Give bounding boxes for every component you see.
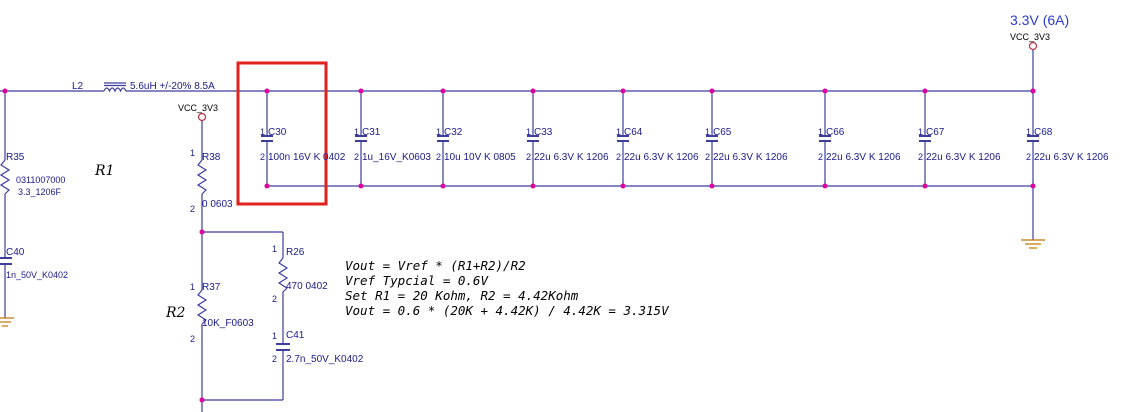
capacitor-pin-2: 2	[705, 152, 710, 162]
capacitor-c32[interactable]: 1 2 C32 10u 10V K 0805	[436, 91, 516, 186]
capacitor-value: 22u 6.3V K 1206	[1034, 152, 1109, 163]
equation-line-3: Set R1 = 20 Kohm, R2 = 4.42Kohm	[345, 288, 579, 303]
r38-pin-1: 1	[190, 148, 195, 158]
capacitor-ref: C33	[534, 127, 553, 138]
capacitor-c30[interactable]: 1 2 C30 100n 16V K 0402	[260, 91, 346, 186]
inductor-l2[interactable]: L2 5.6uH +/-20% 8.5A	[72, 81, 215, 93]
r26-pin-1: 1	[272, 244, 277, 254]
capacitor-value: 22u 6.3V K 1206	[826, 152, 901, 163]
main-rail-wires	[0, 50, 1034, 240]
capacitor-pin-1: 1	[616, 127, 621, 137]
ground-symbol	[1021, 239, 1045, 249]
capacitor-ref: C31	[362, 127, 381, 138]
r1-label: R1	[94, 163, 114, 179]
capacitor-pin-2: 2	[436, 152, 441, 162]
rail-voltage-label: 3.3V (6A)	[1010, 12, 1069, 28]
capacitor-pin-2: 2	[818, 152, 823, 162]
r26-value: 470 0402	[286, 281, 328, 292]
capacitor-ref: C30	[268, 127, 287, 138]
capacitor-c33[interactable]: 1 2 C33 22u 6.3V K 1206	[526, 91, 609, 186]
capacitor-c64[interactable]: 1 2 C64 22u 6.3V K 1206	[616, 91, 699, 186]
c41-ref: C41	[286, 330, 305, 341]
capacitor-pin-2: 2	[616, 152, 621, 162]
rail-net-mid: VCC_3V3	[178, 103, 218, 113]
inductor-value: 5.6uH +/-20% 8.5A	[130, 81, 215, 92]
capacitor-ref: C66	[826, 127, 845, 138]
capacitor-pin-2: 2	[354, 152, 359, 162]
capacitor-value: 1u_16V_K0603	[362, 152, 431, 163]
capacitor-c68[interactable]: 1 2 C68 22u 6.3V K 1206	[1026, 91, 1109, 186]
capacitor-ref: C65	[713, 127, 732, 138]
r38-value: 0 0603	[202, 199, 233, 210]
capacitor-bank: 1 2 C30 100n 16V K 0402 1 2 C31 1u_16V_K0603 1 2 C…	[260, 91, 1109, 186]
capacitor-value: 100n 16V K 0402	[268, 152, 346, 163]
capacitor-c65[interactable]: 1 2 C65 22u 6.3V K 1206	[705, 91, 788, 186]
r26-ref: R26	[286, 247, 305, 258]
capacitor-pin-1: 1	[354, 127, 359, 137]
capacitor-ref: C68	[1034, 127, 1053, 138]
capacitor-pin-1: 1	[918, 127, 923, 137]
capacitor-pin-1: 1	[260, 127, 265, 137]
capacitor-value: 22u 6.3V K 1206	[713, 152, 788, 163]
capacitor-value: 22u 6.3V K 1206	[624, 152, 699, 163]
rail-flag-top: 3.3V (6A) VCC_3V3	[1010, 12, 1069, 51]
capacitor-pin-2: 2	[260, 152, 265, 162]
capacitor-value: 22u 6.3V K 1206	[534, 152, 609, 163]
design-equations: Vout = Vref * (R1+R2)/R2 Vref Typcial = …	[345, 258, 670, 318]
capacitor-c67[interactable]: 1 2 C67 22u 6.3V K 1206	[918, 91, 1001, 186]
r35-ref: R35	[6, 152, 25, 163]
capacitor-ref: C67	[926, 127, 945, 138]
left-parts: R35 0311007000 3.3_1206F C40 1n_50V_K040…	[0, 91, 68, 327]
r37-value: 10K_F0603	[202, 318, 254, 329]
capacitor-ref: C32	[444, 127, 463, 138]
r26-pin-2: 2	[272, 294, 277, 304]
equation-line-4: Vout = 0.6 * (20K + 4.42K) / 4.42K = 3.3…	[345, 303, 670, 318]
capacitor-pin-2: 2	[1026, 152, 1031, 162]
capacitor-pin-2: 2	[526, 152, 531, 162]
capacitor-pin-1: 1	[436, 127, 441, 137]
c40-ref: C40	[6, 247, 25, 258]
capacitor-pin-1: 1	[1026, 127, 1031, 137]
rail-junctions	[2, 88, 1036, 189]
r2-label: R2	[165, 305, 186, 321]
c41-pin-2: 2	[272, 354, 277, 364]
r37-pin-2: 2	[190, 334, 195, 344]
highlight-box	[236, 61, 328, 206]
r37-pin-1: 1	[190, 282, 195, 292]
c41-pin-1: 1	[272, 331, 277, 341]
capacitor-pin-1: 1	[818, 127, 823, 137]
equation-line-2: Vref Typcial = 0.6V	[345, 273, 489, 288]
capacitor-pin-1: 1	[705, 127, 710, 137]
capacitor-value: 22u 6.3V K 1206	[926, 152, 1001, 163]
rail-flag-mid: VCC_3V3	[178, 103, 218, 122]
capacitor-c66[interactable]: 1 2 C66 22u 6.3V K 1206	[818, 91, 901, 186]
c41-value: 2.7n_50V_K0402	[286, 354, 364, 365]
r38-pin-2: 2	[190, 204, 195, 214]
inductor-ref: L2	[72, 81, 84, 92]
c40-value: 1n_50V_K0402	[6, 270, 68, 280]
r37-ref: R37	[202, 282, 221, 293]
r38-ref: R38	[202, 152, 221, 163]
feedback-divider: R38 0 0603 R37 10K_F0603 R26 470 0402 C4…	[190, 121, 364, 412]
capacitor-pin-1: 1	[526, 127, 531, 137]
r35-part-number: 0311007000	[16, 175, 65, 185]
equation-line-1: Vout = Vref * (R1+R2)/R2	[345, 258, 526, 273]
capacitor-pin-2: 2	[918, 152, 923, 162]
r35-value: 3.3_1206F	[18, 187, 62, 197]
capacitor-c31[interactable]: 1 2 C31 1u_16V_K0603	[354, 91, 431, 186]
capacitor-ref: C64	[624, 127, 643, 138]
capacitor-value: 10u 10V K 0805	[444, 152, 516, 163]
rail-net-top: VCC_3V3	[1010, 32, 1050, 42]
